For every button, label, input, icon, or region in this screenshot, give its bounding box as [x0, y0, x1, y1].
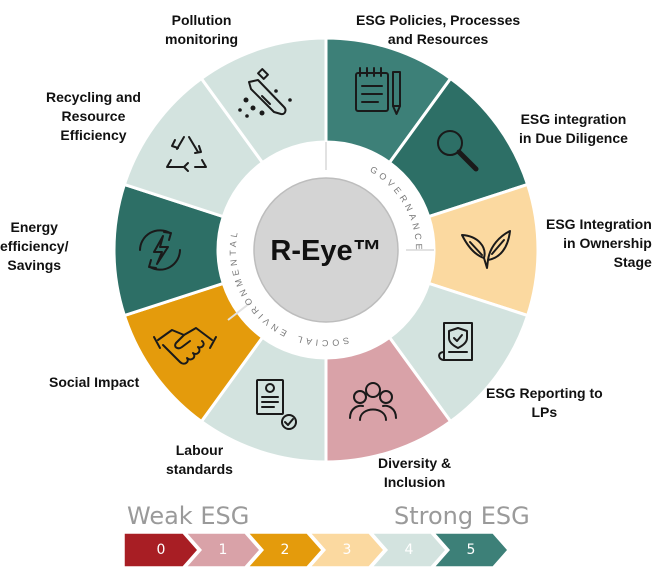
- lightning-cycle-icon: [139, 229, 181, 271]
- label-diversity: Diversity &Inclusion: [378, 455, 452, 490]
- strong-esg-label: Strong ESG: [394, 502, 530, 530]
- people-group-icon: [349, 382, 397, 421]
- center-circle: [253, 177, 399, 323]
- certificate-document-icon: [256, 379, 297, 430]
- magnifier-icon: [437, 130, 479, 172]
- label-social-impact: Social Impact: [49, 374, 140, 390]
- weak-esg-label: Weak ESG: [127, 502, 250, 530]
- certificate-scroll-icon: [438, 322, 473, 361]
- scale-step-value: 0: [156, 542, 166, 558]
- pillar-dividers: [227, 142, 434, 321]
- notepad-pen-icon: [355, 67, 401, 115]
- scale-step-5: 5: [432, 532, 510, 568]
- handshake-icon: [153, 327, 217, 365]
- scale-step-0: 0: [123, 532, 200, 568]
- scale-step-value: 4: [404, 542, 414, 558]
- leaves-icon: [461, 230, 511, 269]
- scale-step-value: 1: [218, 542, 228, 558]
- scale-step-value: 5: [466, 542, 476, 558]
- scale-step-value: 2: [280, 542, 290, 558]
- recycle-icon: [166, 136, 207, 172]
- bottle-pollution-icon: [248, 68, 287, 116]
- scale-step-value: 3: [342, 542, 352, 558]
- pollution-dots: [238, 89, 292, 118]
- center-title: R-Eye™: [270, 235, 381, 267]
